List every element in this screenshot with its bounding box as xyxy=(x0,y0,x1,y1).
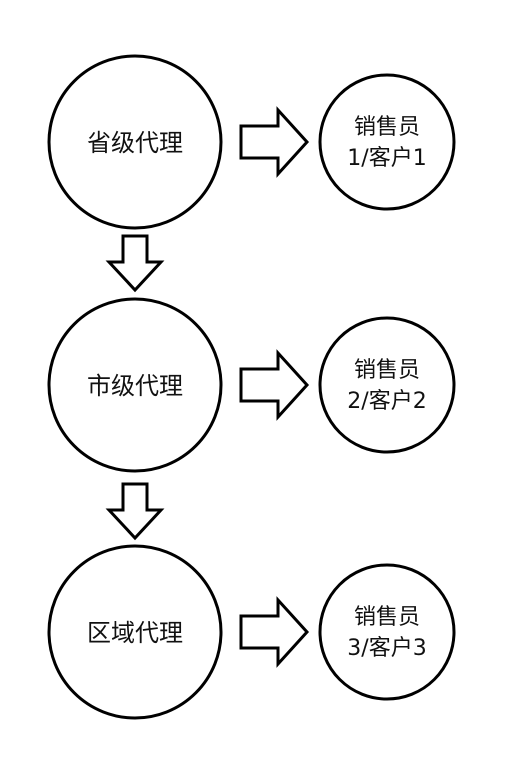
sales-node-3: 销售员 3/客户3 xyxy=(318,563,456,701)
sales-circle xyxy=(318,73,456,211)
sales-circle xyxy=(318,316,456,454)
sales-label-line1: 销售员 xyxy=(354,605,420,630)
sales-label-line1: 销售员 xyxy=(354,358,420,383)
right-arrow-icon xyxy=(239,349,310,421)
agent-node-regional: 区域代理 xyxy=(47,544,223,720)
agent-circle xyxy=(47,297,223,473)
sales-label-line2: 1/客户1 xyxy=(347,146,426,171)
right-arrow-icon xyxy=(239,106,310,178)
sales-label-line2: 3/客户3 xyxy=(347,636,426,661)
agent-label: 区域代理 xyxy=(87,619,183,647)
sales-node-1: 销售员 1/客户1 xyxy=(318,73,456,211)
agent-node-city: 市级代理 xyxy=(47,297,223,473)
agent-circle xyxy=(47,544,223,720)
agent-label: 市级代理 xyxy=(87,372,183,400)
sales-circle xyxy=(318,563,456,701)
right-arrow-icon xyxy=(239,596,310,668)
sales-node-2: 销售员 2/客户2 xyxy=(318,316,456,454)
down-arrow-icon xyxy=(105,482,165,541)
agent-label: 省级代理 xyxy=(87,129,183,157)
sales-label-line1: 销售员 xyxy=(354,115,420,140)
sales-label-line2: 2/客户2 xyxy=(347,389,426,414)
agent-node-provincial: 省级代理 xyxy=(47,54,223,230)
agent-circle xyxy=(47,54,223,230)
down-arrow-icon xyxy=(105,234,165,293)
